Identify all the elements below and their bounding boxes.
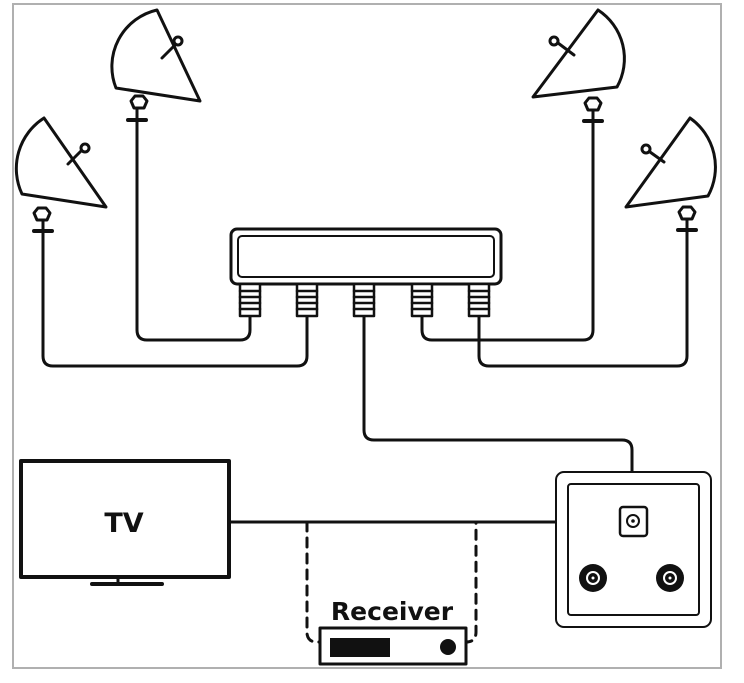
cable-dish-upper-left xyxy=(135,120,252,342)
radio-socket xyxy=(656,564,684,592)
cable-dish-middle-left xyxy=(41,231,309,368)
tv-socket xyxy=(579,564,607,592)
receiver-label-bg xyxy=(320,595,466,625)
cable-switch-to-outlet xyxy=(362,314,634,474)
wall-outlet xyxy=(555,471,712,628)
switch-port-3 xyxy=(352,282,376,318)
multiswitch xyxy=(229,227,503,286)
satellite-dish-upper-left xyxy=(110,8,202,122)
switch-port-2 xyxy=(295,282,319,318)
satellite-dish-middle-left xyxy=(14,116,108,233)
cable-dish-upper-right xyxy=(420,121,595,342)
receiver-box xyxy=(318,626,468,666)
multiswitch-ports xyxy=(238,282,491,318)
switch-port-4 xyxy=(410,282,434,318)
sat-socket xyxy=(618,505,649,538)
receiver-label: Receiver xyxy=(331,597,454,626)
switch-port-1 xyxy=(238,282,262,318)
satellite-dish-middle-right xyxy=(624,116,717,232)
switch-port-5 xyxy=(467,282,491,318)
cable-dish-middle-right xyxy=(477,230,689,368)
tv-set xyxy=(19,459,231,586)
tv-label: TV xyxy=(104,508,143,539)
satellite-dish-upper-right xyxy=(531,8,626,123)
